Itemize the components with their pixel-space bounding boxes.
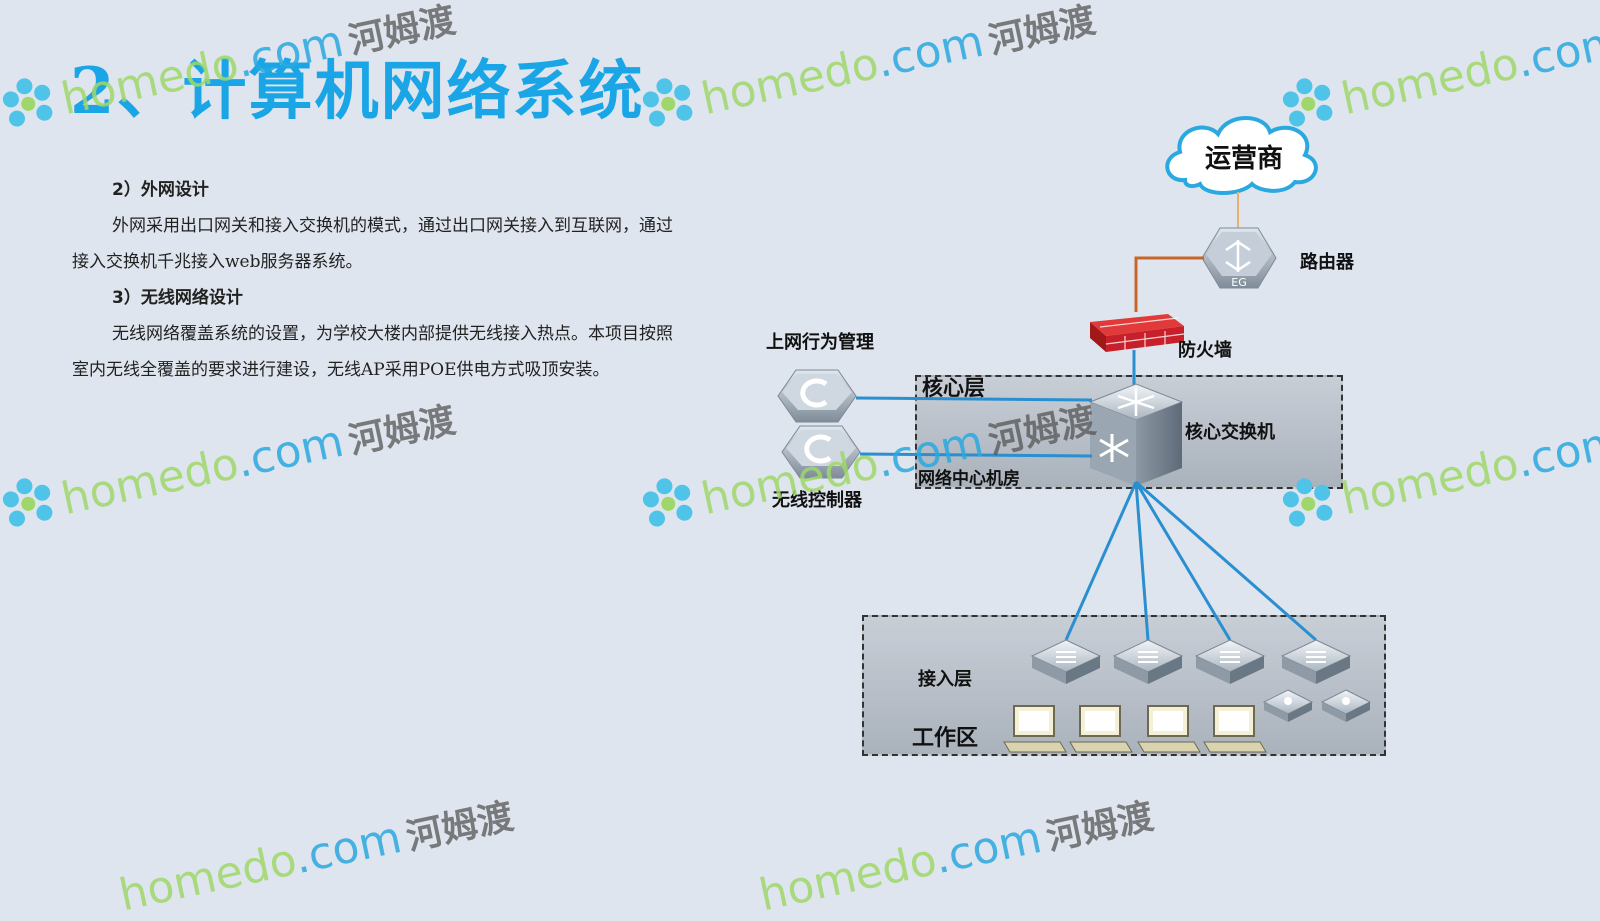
watermark-cn: 河姆渡: [344, 399, 460, 462]
flower-logo-icon: [0, 68, 66, 150]
controller-core-link: [859, 452, 1093, 458]
watermark-en: homedo: [56, 437, 243, 525]
access-switch-icon-2: [1112, 639, 1184, 684]
workstation-icon-2: [1069, 705, 1133, 753]
behavior-mgmt-label: 上网行为管理: [766, 332, 874, 353]
watermark-cn: 河姆渡: [984, 0, 1100, 62]
diagram-graphics: EG: [777, 116, 1372, 753]
access-switch-icon-3: [1194, 639, 1266, 684]
watermark-en: homedo: [754, 834, 941, 921]
network-center-label: 网络中心机房: [918, 469, 1020, 489]
paragraph-wireless: 无线网络覆盖系统的设置，为学校大楼内部提供无线接入热点。本项目按照室内无线全覆盖…: [72, 324, 673, 380]
core-access-link-2: [1134, 481, 1150, 641]
watermark-domain: .com: [929, 811, 1046, 885]
behavior-core-link: [855, 396, 1093, 402]
watermark: homedo.com河姆渡: [115, 787, 518, 921]
firewall-icon: [1090, 314, 1185, 352]
watermark-domain: .com: [871, 15, 988, 88]
wireless-controller-icon: [781, 425, 861, 479]
page-title: 2、计算机网络系统: [70, 54, 645, 129]
wireless-ap-icon-1: [1262, 689, 1314, 722]
watermark-domain: .com: [231, 415, 348, 488]
behavior-mgmt-icon: [777, 369, 857, 423]
core-switch-icon: [1088, 383, 1184, 486]
isp-cloud-icon: [1165, 116, 1318, 195]
paragraph-external: 外网采用出口网关和接入交换机的模式，通过出口网关接入到互联网，通过接入交换机千兆…: [72, 216, 673, 272]
watermark-cn: 河姆渡: [1042, 796, 1158, 859]
wireless-ap-icon-2: [1320, 689, 1372, 722]
body-text: 2）外网设计 外网采用出口网关和接入交换机的模式，通过出口网关接入到互联网，通过…: [72, 172, 677, 388]
watermark-domain: .com: [1511, 15, 1600, 88]
core-access-link-1: [1064, 481, 1138, 641]
firewall-label: 防火墙: [1178, 340, 1232, 361]
wireless-controller-label: 无线控制器: [772, 490, 862, 511]
workstation-icon-4: [1203, 705, 1267, 753]
watermark-en: homedo: [114, 834, 301, 921]
core-switch-label: 核心交换机: [1185, 422, 1275, 443]
router-icon: EG: [1201, 227, 1277, 289]
router-tag: EG: [1231, 276, 1246, 289]
access-switch-icon-1: [1030, 639, 1102, 684]
access-layer-zone: [862, 615, 1386, 756]
workstation-icon-3: [1137, 705, 1201, 753]
flower-logo-icon: [0, 468, 66, 550]
workstation-icon-1: [1003, 705, 1067, 753]
isp-label: 运营商: [1205, 144, 1284, 174]
watermark: homedo.com河姆渡: [0, 384, 462, 550]
router-label: 路由器: [1300, 252, 1354, 273]
core-access-link-3: [1134, 481, 1232, 641]
access-layer-label: 接入层: [918, 669, 972, 690]
work-area-label: 工作区: [912, 726, 979, 751]
access-switch-icon-4: [1280, 639, 1352, 684]
section-heading-external: 2）外网设计: [112, 180, 209, 200]
network-diagram: EG: [760, 100, 1600, 780]
watermark: homedo.com河姆渡: [755, 787, 1158, 921]
watermark-cn: 河姆渡: [402, 796, 518, 859]
section-heading-wireless: 3）无线网络设计: [112, 288, 243, 308]
watermark-domain: .com: [289, 811, 406, 885]
core-layer-label: 核心层: [922, 376, 985, 400]
core-access-link-4: [1135, 480, 1317, 642]
router-firewall-link: [1134, 256, 1204, 312]
flower-logo-icon: [633, 468, 706, 550]
